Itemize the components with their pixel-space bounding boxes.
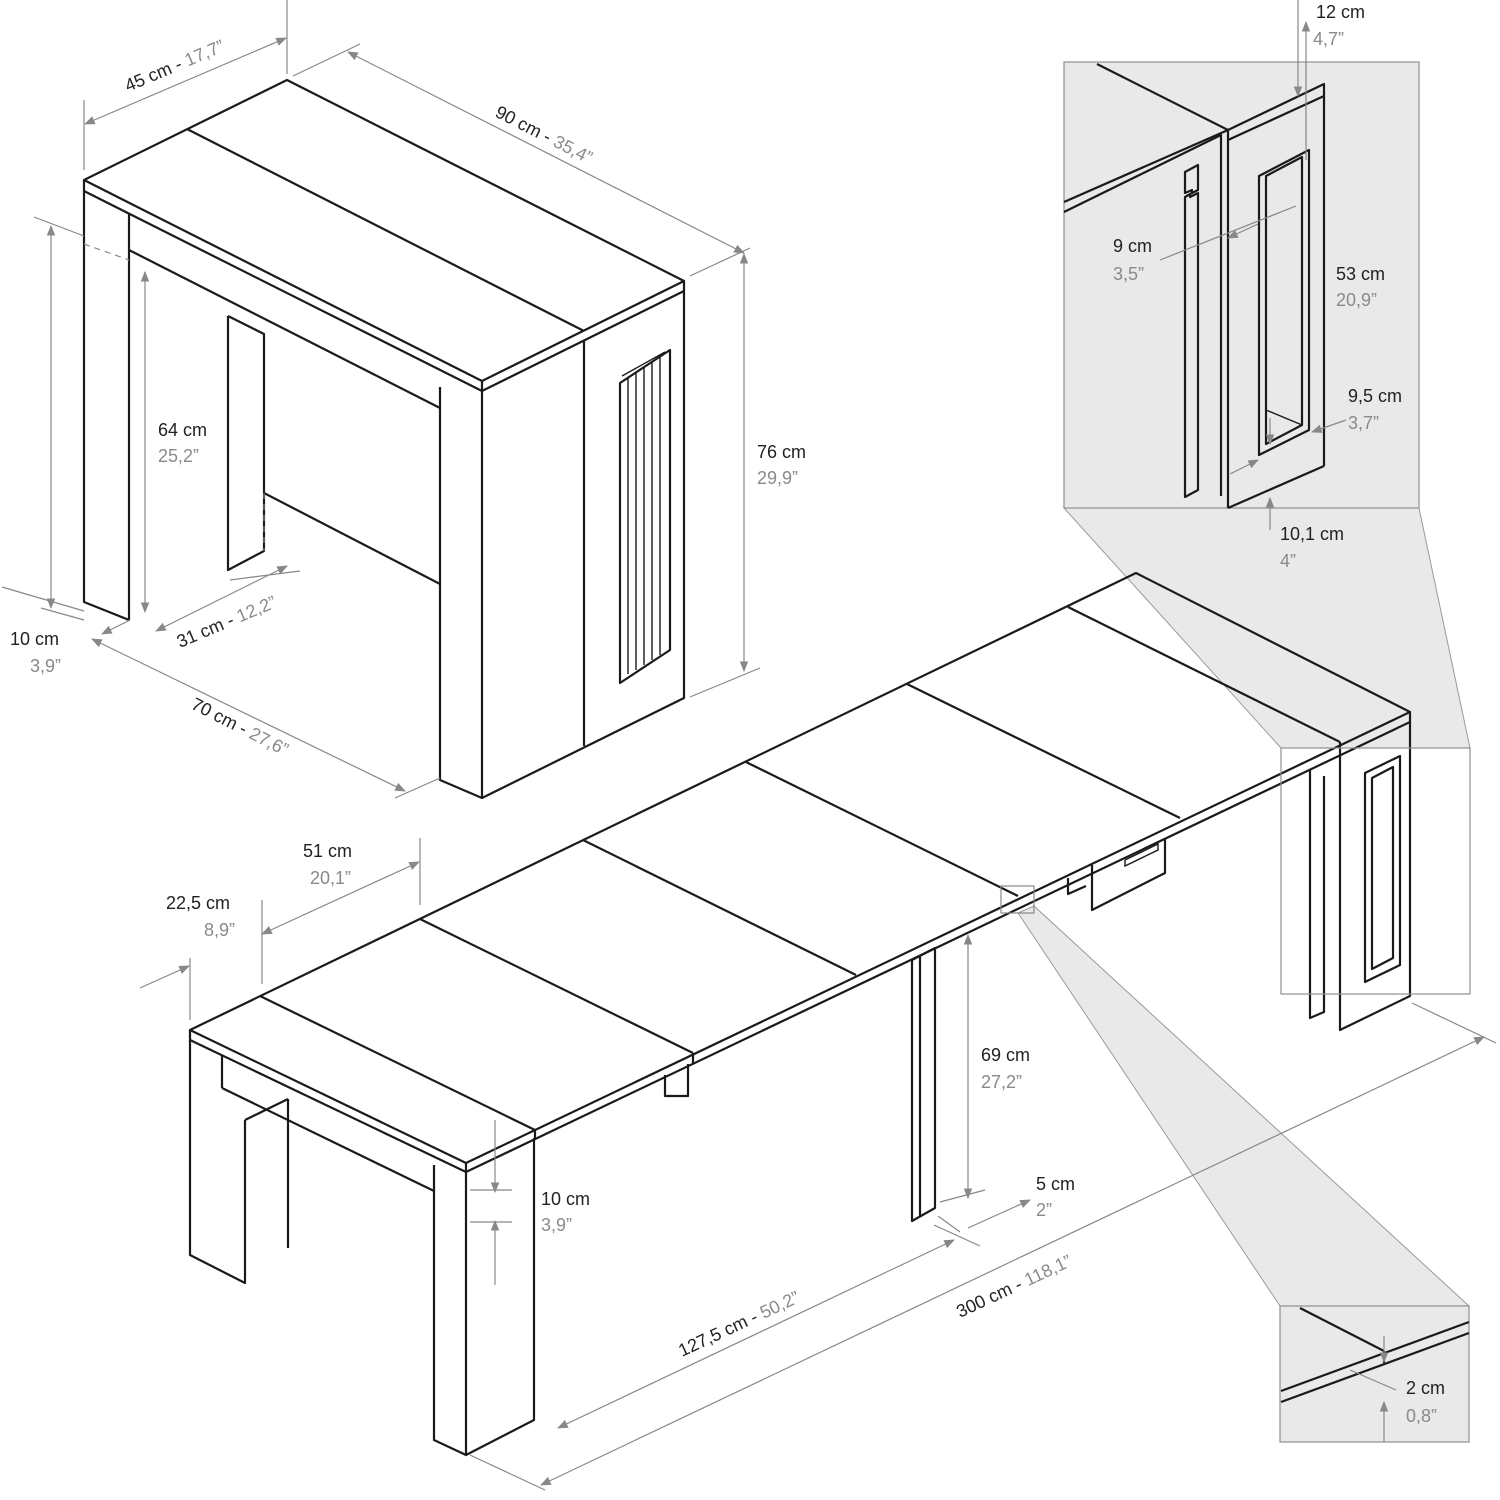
table-dimension-lines bbox=[139, 838, 1497, 1491]
label-leg-width-cm: 10 cm bbox=[10, 629, 59, 649]
label-full-length: 300 cm - 118,1” bbox=[953, 1251, 1075, 1322]
label-console-height-inch: 29,9” bbox=[757, 468, 798, 488]
console-dimension-lines bbox=[1, 0, 761, 799]
drawer-support-leg bbox=[1183, 163, 1200, 499]
label-support-leg-height-cm: 69 cm bbox=[981, 1045, 1030, 1065]
label-console-height-cm: 76 cm bbox=[757, 442, 806, 462]
label-inner-height-inch: 25,2” bbox=[158, 446, 199, 466]
label-leaf-length-cm: 51 cm bbox=[303, 841, 352, 861]
label-top-thickness-cm: 2 cm bbox=[1406, 1378, 1445, 1398]
label-console-width: 90 cm - 35,4” bbox=[492, 102, 596, 168]
console-top-seam bbox=[186, 128, 585, 332]
label-inner-height-cm: 64 cm bbox=[158, 420, 207, 440]
label-drawer-height-cm: 53 cm bbox=[1336, 264, 1385, 284]
label-drawer-top-inch: 4,7” bbox=[1313, 29, 1344, 49]
closed-console bbox=[82, 78, 686, 800]
label-drawer-width-inch: 3,5” bbox=[1113, 264, 1144, 284]
detail-drawer-frame bbox=[1257, 148, 1311, 457]
label-drawer-bottom-inch: 3,7” bbox=[1348, 413, 1379, 433]
console-drawer-slats bbox=[621, 351, 666, 674]
label-leaf-length-inch: 20,1” bbox=[310, 868, 351, 888]
label-inner-depth: 31 cm - 12,2” bbox=[174, 592, 279, 652]
label-drawer-base-inch: 4” bbox=[1280, 551, 1296, 571]
extended-table bbox=[188, 571, 1412, 1457]
zoom-beam-top bbox=[1017, 905, 1471, 1307]
console-drawer bbox=[618, 348, 672, 685]
label-support-leg-width-inch: 2” bbox=[1036, 1200, 1052, 1220]
label-console-length: 70 cm - 27,6” bbox=[188, 694, 292, 760]
detail-drawer-dimension-lines bbox=[1159, 0, 1347, 530]
label-half-length: 127,5 cm - 50,2” bbox=[675, 1287, 802, 1361]
label-end-piece-cm: 22,5 cm bbox=[166, 893, 230, 913]
label-console-depth: 45 cm - 17,7” bbox=[122, 36, 227, 96]
leaf-seams bbox=[259, 606, 1341, 1139]
label-drawer-top-cm: 12 cm bbox=[1316, 2, 1365, 22]
detail-drawer-panel bbox=[1063, 61, 1420, 510]
label-drawer-width-cm: 9 cm bbox=[1113, 236, 1152, 256]
label-table-apron-cm: 10 cm bbox=[541, 1189, 590, 1209]
label-support-leg-width-cm: 5 cm bbox=[1036, 1174, 1075, 1194]
label-drawer-bottom-cm: 9,5 cm bbox=[1348, 386, 1402, 406]
detail-thickness-panel bbox=[1279, 1305, 1470, 1443]
label-top-thickness-inch: 0,8” bbox=[1406, 1406, 1437, 1426]
label-support-leg-height-inch: 27,2” bbox=[981, 1072, 1022, 1092]
label-end-piece-inch: 8,9” bbox=[204, 920, 235, 940]
label-leg-width-inch: 3,9” bbox=[30, 656, 61, 676]
zoom-box-drawer bbox=[1280, 747, 1471, 995]
middle-support-leg bbox=[910, 946, 937, 1223]
label-table-apron-inch: 3,9” bbox=[541, 1215, 572, 1235]
label-drawer-base-cm: 10,1 cm bbox=[1280, 524, 1344, 544]
zoom-box-top bbox=[1000, 885, 1035, 914]
label-drawer-height-inch: 20,9” bbox=[1336, 290, 1377, 310]
